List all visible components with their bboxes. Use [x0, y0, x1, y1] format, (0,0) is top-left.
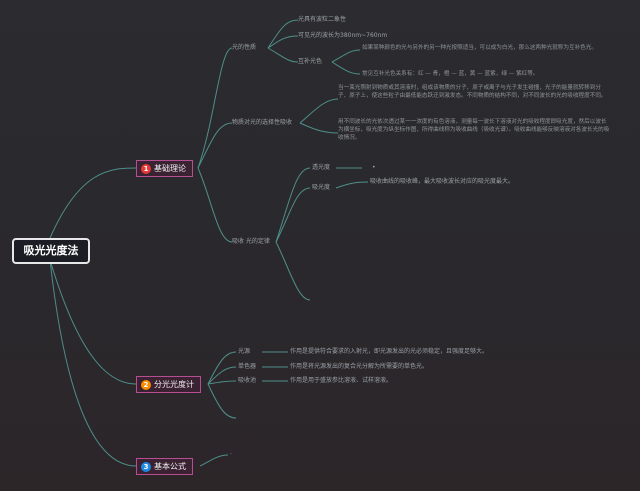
link-comp-1	[331, 49, 361, 63]
link-b2-down	[207, 383, 237, 419]
link-b3-item	[199, 454, 229, 467]
branch-basic-formula[interactable]: 3 基本公式	[136, 458, 193, 475]
node-selective-para2[interactable]: 用不同波长的光依次透过某一一浓度的有色溶液，测量每一波长下溶液对光的吸收程度即吸…	[338, 119, 610, 141]
node-complementary[interactable]: 互补光色	[298, 58, 323, 65]
link-light-visible	[267, 35, 299, 49]
node-selective-absorption[interactable]: 物质对光的选择性吸收	[232, 119, 293, 126]
node-complementary-desc2[interactable]: 常见互补光色关系有：红 — 青，橙 — 蓝，黄 — 蓝紫，绿 — 紫红等。	[362, 71, 539, 77]
link-b1-light	[197, 47, 233, 169]
node-monochromator-desc[interactable]: 作用是将光源发出的复合光分解为所需要的单色光。	[290, 363, 429, 370]
link-absorb-item	[335, 181, 369, 189]
number-badge-icon: 1	[141, 163, 151, 174]
node-visible-range[interactable]: 可见光的波长为380nm~760nm	[298, 32, 388, 39]
branch-basic-theory[interactable]: 1 基础理论	[136, 160, 193, 177]
link-law-absorb	[275, 187, 311, 243]
link-b1-law	[197, 167, 233, 243]
link-light-dual	[267, 19, 299, 49]
link-b1-selective	[197, 122, 233, 169]
link-root-b3	[49, 259, 137, 467]
node-complementary-desc1[interactable]: 如果某种颜色的光与另外的另一种光按照适当，可以成为白光，那么这两种光就称为互补色…	[362, 45, 597, 51]
node-absorbance[interactable]: 吸光度	[312, 184, 331, 191]
link-sel-1	[299, 98, 339, 124]
node-light-source-desc[interactable]: 作用是提供符合要求的入射光，即光源发出的光必须稳定，且强度足够大。	[290, 348, 489, 355]
link-light-comp	[267, 47, 299, 63]
node-selective-para1[interactable]: 当一束光照射到物质或其溶液时，组成该物质的分子、原子或离子与光子发生碰撞，光子的…	[338, 85, 607, 99]
number-badge-icon: 3	[141, 461, 151, 472]
number-badge-icon: 2	[141, 379, 151, 390]
link-sel-2	[299, 122, 339, 134]
link-b2-cell	[207, 380, 237, 385]
link-comp-2	[331, 61, 361, 75]
branch-label: 基础理论	[154, 164, 186, 173]
link-root-b1	[49, 167, 137, 239]
root-node[interactable]: 吸光光度法	[12, 238, 90, 264]
link-law-trans	[275, 167, 311, 243]
node-absorbance-item[interactable]: 吸收曲线的吸收峰，最大吸收波长对应的吸光度最大。	[370, 178, 515, 185]
node-formula-item[interactable]: ·	[230, 451, 232, 458]
link-root-b2	[49, 259, 137, 385]
node-light-source[interactable]: 光源	[238, 348, 251, 355]
node-light-properties[interactable]: 光的性质	[232, 44, 257, 51]
link-b2-mono	[207, 366, 237, 385]
node-wave-particle[interactable]: 光具有波粒二象性	[298, 16, 347, 23]
node-monochromator[interactable]: 单色器	[238, 363, 257, 370]
link-law-down	[275, 241, 311, 301]
branch-label: 基本公式	[154, 462, 186, 471]
node-absorption-law[interactable]: 吸收 光的定律	[232, 238, 270, 245]
branch-label: 分光光度计	[154, 380, 194, 389]
node-absorption-cell-desc[interactable]: 作用是用于盛放参比溶液、试样溶液。	[290, 377, 393, 384]
node-transmittance[interactable]: 透光度	[312, 164, 331, 171]
link-b2-source	[207, 351, 237, 385]
node-absorption-cell[interactable]: 吸收池	[238, 377, 257, 384]
branch-spectrophotometer[interactable]: 2 分光光度计	[136, 376, 201, 393]
node-transmittance-item[interactable]: •	[372, 164, 376, 171]
